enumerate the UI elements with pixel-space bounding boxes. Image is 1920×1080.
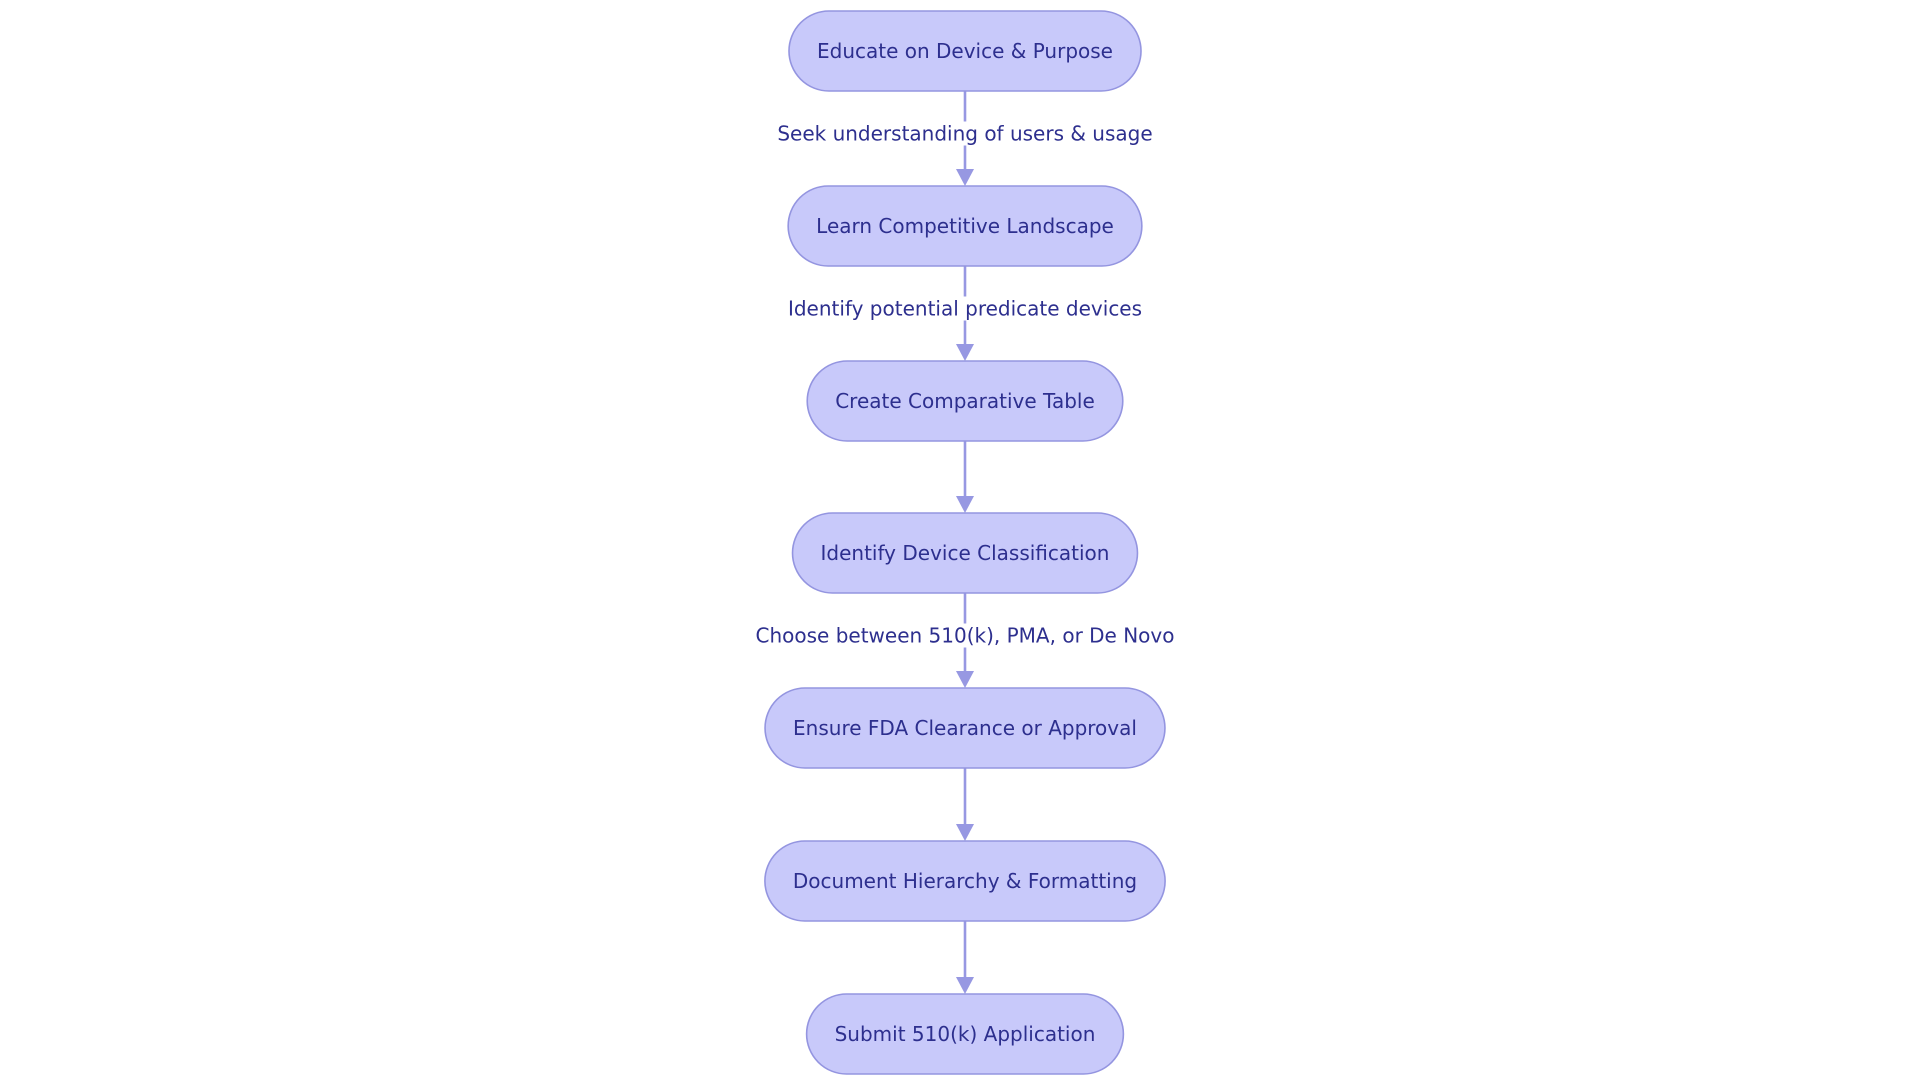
flow-node-submit: Submit 510(k) Application: [805, 993, 1125, 1075]
edge-label: Choose between 510(k), PMA, or De Novo: [756, 624, 1175, 648]
edge-create-identify: [956, 441, 974, 513]
arrowhead-icon: [956, 824, 974, 841]
node-label: Document Hierarchy & Formatting: [793, 869, 1137, 893]
edge-identify-ensure: Choose between 510(k), PMA, or De Novo: [751, 593, 1179, 688]
edge-ensure-document: [956, 768, 974, 841]
node-label: Submit 510(k) Application: [835, 1022, 1096, 1046]
flow-node-ensure: Ensure FDA Clearance or Approval: [764, 687, 1166, 769]
node-shape: [791, 512, 1139, 594]
node-label: Educate on Device & Purpose: [817, 39, 1113, 63]
node-label: Create Comparative Table: [835, 389, 1095, 413]
node-shape: [805, 993, 1125, 1075]
node-shape: [806, 360, 1124, 442]
edge-document-submit: [956, 921, 974, 994]
node-label: Learn Competitive Landscape: [816, 214, 1114, 238]
node-shape: [764, 687, 1166, 769]
flow-node-create: Create Comparative Table: [806, 360, 1124, 442]
node-shape: [764, 840, 1166, 922]
flow-node-document: Document Hierarchy & Formatting: [764, 840, 1166, 922]
arrowhead-icon: [956, 671, 974, 688]
flow-node-learn: Learn Competitive Landscape: [787, 185, 1143, 267]
arrowhead-icon: [956, 344, 974, 361]
node-shape: [787, 185, 1143, 267]
edge-label-background: [773, 121, 1157, 146]
edge-label: Identify potential predicate devices: [788, 297, 1142, 321]
node-label: Identify Device Classification: [821, 541, 1110, 565]
edge-label-background: [751, 623, 1179, 648]
flow-node-educate: Educate on Device & Purpose: [788, 10, 1142, 92]
edge-label-background: [783, 296, 1147, 321]
node-label: Ensure FDA Clearance or Approval: [793, 716, 1137, 740]
flow-node-identify: Identify Device Classification: [791, 512, 1139, 594]
node-shape: [788, 10, 1142, 92]
arrowhead-icon: [956, 977, 974, 994]
edge-learn-create: Identify potential predicate devices: [783, 266, 1147, 361]
arrowhead-icon: [956, 496, 974, 513]
edge-label: Seek understanding of users & usage: [777, 122, 1152, 146]
edge-educate-learn: Seek understanding of users & usage: [773, 91, 1157, 186]
arrowhead-icon: [956, 169, 974, 186]
edges-layer: Seek understanding of users & usageIdent…: [751, 91, 1179, 994]
